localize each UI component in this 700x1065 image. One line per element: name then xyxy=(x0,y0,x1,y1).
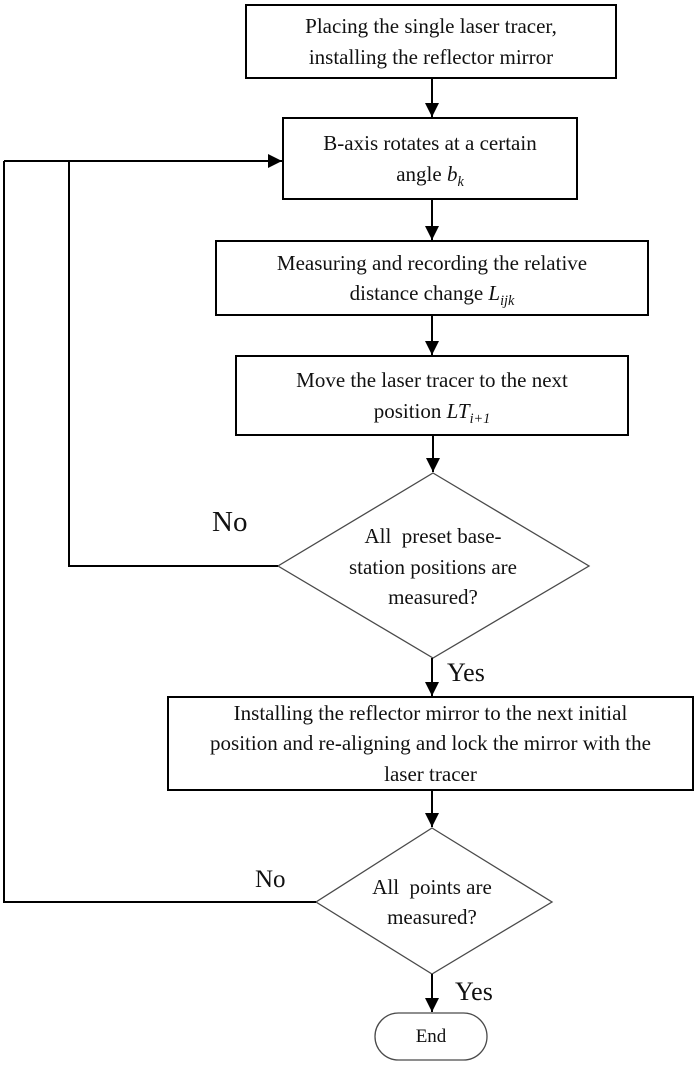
variable-LT: LT xyxy=(446,398,470,423)
process-line: position and re-aligning and lock the mi… xyxy=(210,731,651,756)
label-no-points: No xyxy=(255,866,286,893)
label-yes-points: Yes xyxy=(455,977,493,1006)
process-text-install-mirror: Installing the reflector mirror to the n… xyxy=(170,699,691,788)
process-line-formula: angle bk xyxy=(396,161,464,190)
decision-text-points: All points are measured? xyxy=(322,869,542,935)
variable-L: L xyxy=(488,281,501,305)
process-line: Placing the single laser tracer, xyxy=(305,14,557,39)
process-text-move-tracer: Move the laser tracer to the next positi… xyxy=(238,358,626,433)
variable-b: b xyxy=(446,161,458,186)
decision-line: measured? xyxy=(388,585,478,610)
process-line: Measuring and recording the relative xyxy=(276,250,588,275)
subscript-ijk: ijk xyxy=(500,293,515,310)
process-line: Installing the reflector mirror to the n… xyxy=(233,700,628,725)
terminator-end xyxy=(374,1012,488,1061)
process-line: B-axis rotates at a certain xyxy=(323,131,537,156)
decision-line: All points are xyxy=(372,874,492,899)
subscript-i-plus-1: i+1 xyxy=(469,410,491,427)
process-text-measure: Measuring and recording the relative dis… xyxy=(218,243,646,313)
label-yes-base-station: Yes xyxy=(447,658,485,687)
process-line-formula: distance change Lijk xyxy=(349,281,515,310)
decision-line: measured? xyxy=(387,905,477,929)
label-no-base-station: No xyxy=(212,506,248,538)
process-box-install-mirror xyxy=(167,696,694,791)
loop-no-points xyxy=(3,161,316,903)
process-line: installing the reflector mirror xyxy=(308,44,554,69)
subscript-k: k xyxy=(457,173,464,190)
decision-line: station positions are xyxy=(349,554,517,579)
decision-text-base-station: All preset base- station positions are m… xyxy=(303,519,563,615)
process-box-b-axis xyxy=(282,117,578,200)
decision-line: All preset base- xyxy=(364,524,502,549)
process-text-b-axis: B-axis rotates at a certain angle bk xyxy=(285,120,575,197)
process-line: laser tracer xyxy=(384,761,477,786)
process-line-formula: position LTi+1 xyxy=(373,398,491,427)
process-text-place-tracer: Placing the single laser tracer, install… xyxy=(248,7,614,76)
process-line: Move the laser tracer to the next xyxy=(296,368,568,393)
process-box-place-tracer xyxy=(245,4,617,79)
process-box-move-tracer xyxy=(235,355,629,436)
end-label: End xyxy=(415,1025,447,1047)
process-box-measure xyxy=(215,240,649,316)
loop-no-base-station xyxy=(68,161,278,567)
